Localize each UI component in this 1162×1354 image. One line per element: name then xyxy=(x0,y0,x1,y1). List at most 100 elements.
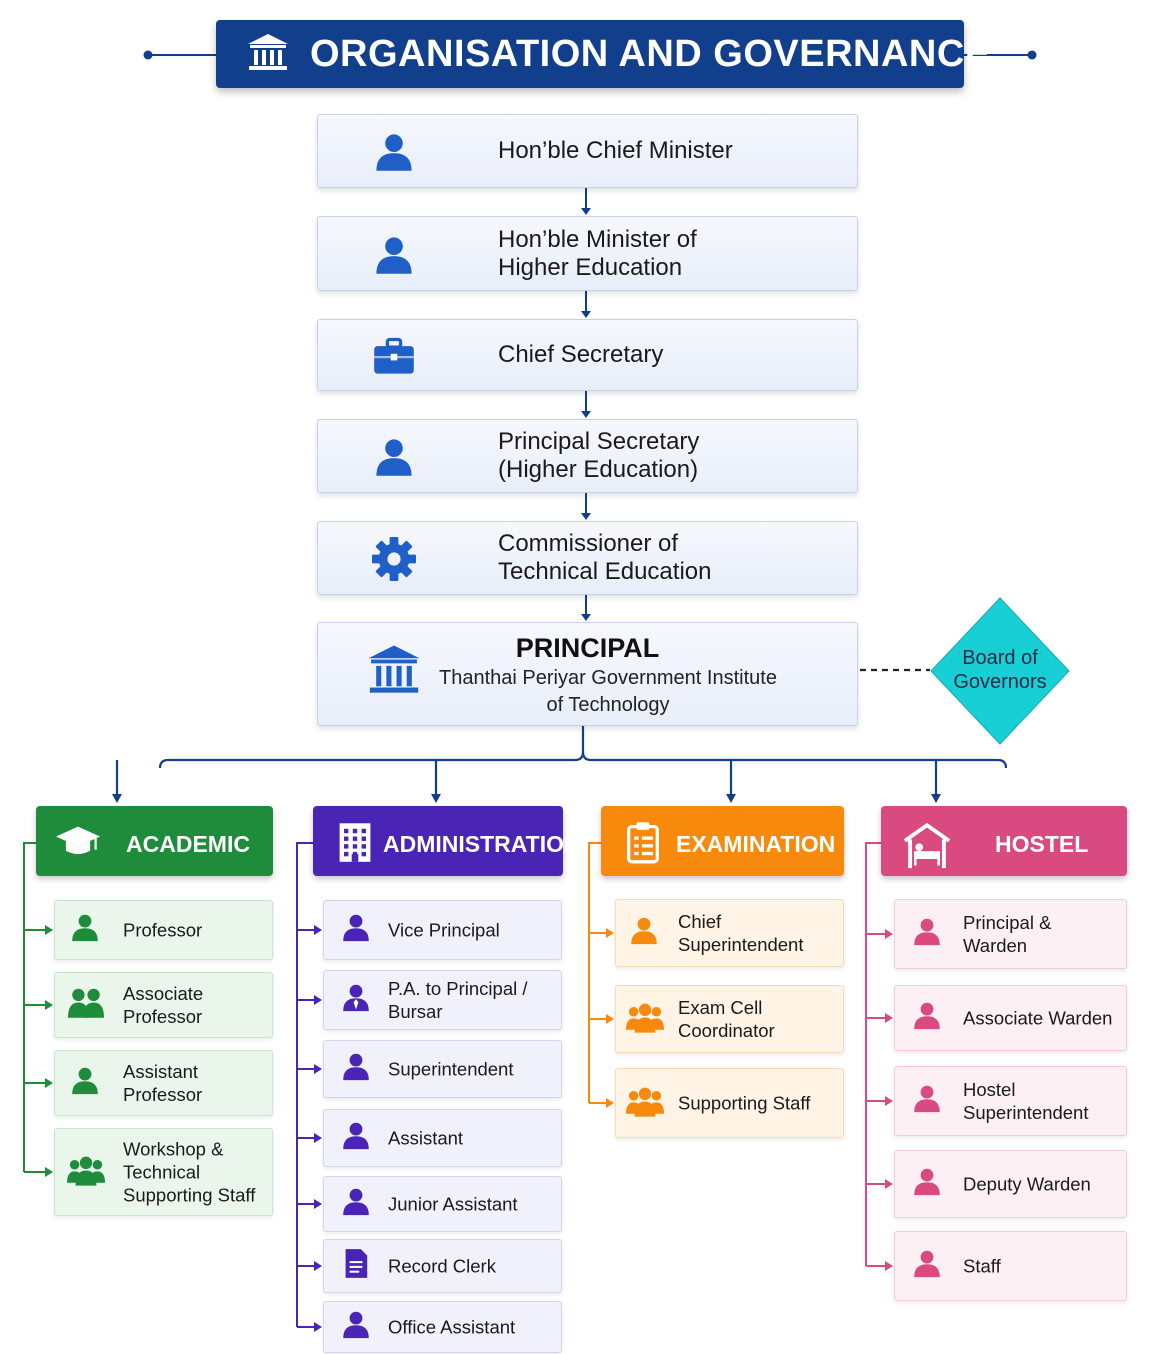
banner-dot-left xyxy=(143,50,153,60)
arrow-head xyxy=(45,925,53,935)
arrow-head xyxy=(581,411,591,418)
person-icon xyxy=(376,236,412,274)
role-box: Junior Assistant xyxy=(323,1176,562,1232)
page-title: ORGANISATION AND GOVERNANCE xyxy=(310,33,991,75)
role-box: Supporting Staff xyxy=(615,1068,844,1138)
dept-spine xyxy=(296,842,315,1327)
role-box: Professor xyxy=(54,900,273,960)
dept-title: ADMINISTRATION xyxy=(383,831,581,857)
document-icon xyxy=(345,1249,368,1278)
graduation-cap-icon xyxy=(56,826,100,855)
person-icon xyxy=(914,1250,940,1278)
arrow-head xyxy=(885,1096,893,1106)
arrow-head xyxy=(931,794,941,803)
dept-header-administration: ADMINISTRATION xyxy=(313,806,581,876)
person-icon xyxy=(914,918,940,946)
chain-label: Principal Secretary(Higher Education) xyxy=(498,428,700,483)
dept-spine xyxy=(865,842,883,1266)
people-icon xyxy=(67,988,105,1018)
arrow-head xyxy=(581,311,591,318)
person-icon xyxy=(914,1168,940,1196)
arrow-head xyxy=(314,1199,322,1209)
role-label: Principal &Warden xyxy=(963,912,1052,956)
role-label: P.A. to Principal /Bursar xyxy=(388,978,528,1022)
chain-box-3: Chief Secretary xyxy=(317,319,858,391)
arrow-head xyxy=(112,794,122,803)
dept-title: HOSTEL xyxy=(995,831,1089,857)
role-label: Deputy Warden xyxy=(963,1173,1091,1195)
board-diamond xyxy=(930,597,1070,745)
role-box: Associate Warden xyxy=(894,985,1127,1051)
arrow-head xyxy=(885,1013,893,1023)
chain-label: Chief Secretary xyxy=(498,341,664,368)
role-label: Professor xyxy=(123,919,203,941)
dept-header-hostel: HOSTEL xyxy=(881,806,1127,876)
role-box: Office Assistant xyxy=(323,1301,562,1353)
role-label: Associate Warden xyxy=(963,1007,1113,1029)
person-icon xyxy=(914,1085,940,1113)
arrow-head xyxy=(314,925,322,935)
person-icon xyxy=(343,1311,369,1339)
principal-title: PRINCIPAL xyxy=(515,633,660,663)
chain-box-4: Principal Secretary(Higher Education) xyxy=(317,419,858,493)
arrow-head xyxy=(885,929,893,939)
dept-header-academic: ACADEMIC xyxy=(36,806,273,876)
institution-icon xyxy=(248,34,288,70)
arrow-head xyxy=(45,1167,53,1177)
dept-spine xyxy=(588,842,603,1103)
role-label: Vice Principal xyxy=(388,919,500,941)
arrow-head xyxy=(726,794,736,803)
role-label: Supporting Staff xyxy=(678,1092,811,1114)
arrow-head xyxy=(606,928,614,938)
arrow-head xyxy=(314,1133,322,1143)
principal-bus-right xyxy=(581,751,1008,769)
person-icon xyxy=(631,917,657,945)
gear-icon xyxy=(372,537,416,581)
person-icon xyxy=(343,914,369,942)
role-label: Office Assistant xyxy=(388,1316,516,1338)
person-icon xyxy=(343,1188,369,1216)
role-label: Staff xyxy=(963,1255,1001,1277)
role-label: Junior Assistant xyxy=(388,1193,518,1215)
bed-icon xyxy=(903,822,951,869)
arrow-head xyxy=(314,1064,322,1074)
role-label: Superintendent xyxy=(388,1058,514,1080)
person-icon xyxy=(72,914,98,942)
role-label: Record Clerk xyxy=(388,1255,496,1277)
arrow-head xyxy=(431,794,441,803)
chain-box-1: Hon’ble Chief Minister xyxy=(317,114,858,188)
arrow-head xyxy=(581,513,591,520)
person-icon xyxy=(72,1067,98,1095)
principal-box: PRINCIPAL Thanthai Periyar Government In… xyxy=(317,622,858,726)
arrow-head xyxy=(606,1098,614,1108)
role-box: Assistant xyxy=(323,1109,562,1167)
person-icon xyxy=(914,1002,940,1030)
principal-bus xyxy=(158,726,585,769)
arrow-head xyxy=(581,614,591,621)
dept-title: ACADEMIC xyxy=(126,831,250,857)
role-box: Deputy Warden xyxy=(894,1150,1127,1218)
person-icon xyxy=(376,134,412,171)
role-box: Staff xyxy=(894,1231,1127,1301)
clipboard-icon xyxy=(627,822,659,864)
arrow-head xyxy=(885,1179,893,1189)
group-icon xyxy=(626,1087,664,1117)
person-icon xyxy=(343,1122,369,1150)
arrow-head xyxy=(885,1261,893,1271)
role-box: P.A. to Principal /Bursar xyxy=(323,970,562,1030)
person-icon xyxy=(343,1053,369,1081)
group-icon xyxy=(67,1156,105,1186)
role-box: Record Clerk xyxy=(323,1239,562,1293)
